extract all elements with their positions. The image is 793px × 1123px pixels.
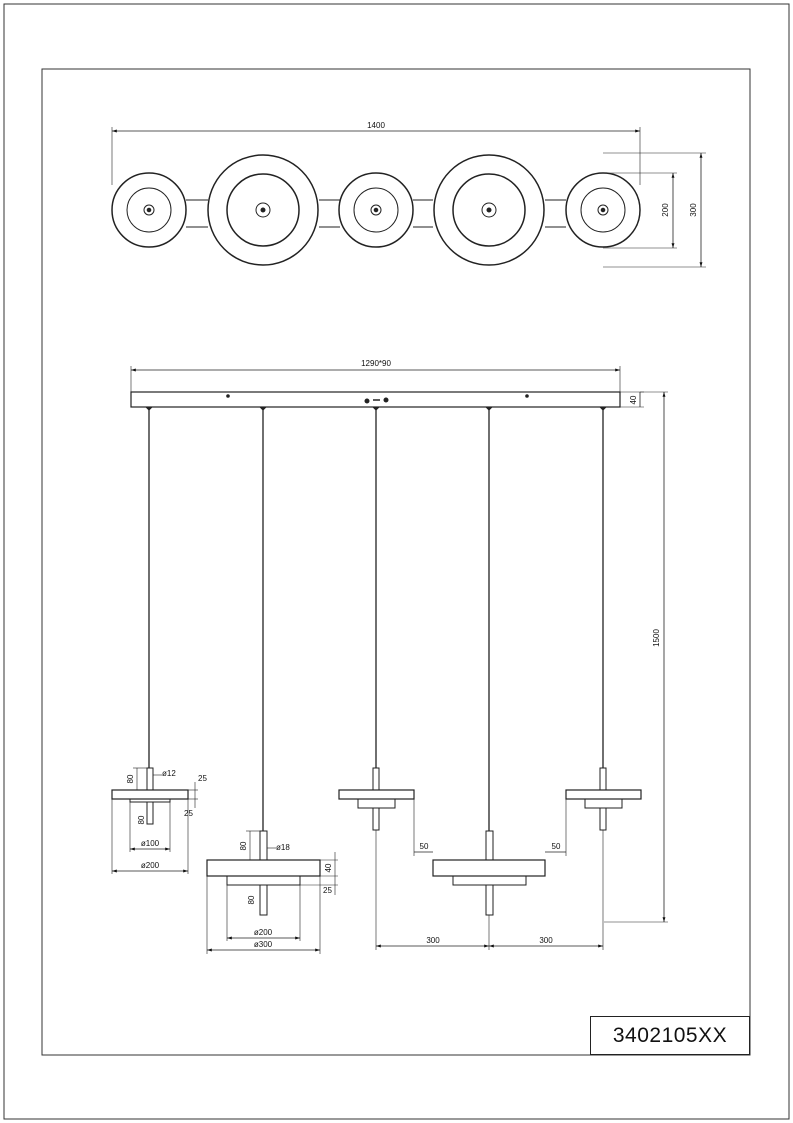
pendant-small-center [338, 767, 415, 831]
total-height-label: 1500 [652, 629, 661, 647]
pendant-small-detail [111, 767, 189, 825]
top-shade-small-2 [338, 172, 414, 248]
pendant-small-right [565, 767, 642, 831]
small-top-thickness-label: 25 [198, 774, 207, 783]
top-outer-height-label: 300 [689, 203, 698, 217]
outer-frame [3, 3, 790, 1120]
small-bottom-thickness-label: 25 [184, 809, 193, 818]
large-tube-height-label: 80 [247, 895, 256, 904]
product-code: 3402105XX [612, 1023, 728, 1047]
small-tube-height-label: 80 [137, 815, 146, 824]
small-outer-diameter-label: ø200 [141, 861, 160, 870]
small-rod-height-label: 80 [126, 774, 135, 783]
top-view [111, 127, 706, 268]
step-left-label: 50 [420, 842, 429, 851]
large-rod-height-label: 80 [239, 841, 248, 850]
top-shade-small-1 [111, 172, 187, 248]
top-shade-large-2 [433, 154, 545, 266]
canopy-width-label: 1290*90 [361, 359, 391, 368]
top-inner-height-label: 200 [661, 203, 670, 217]
top-width-label: 1400 [367, 121, 385, 130]
pendant-large-detail [206, 830, 321, 916]
canopy-height-label: 40 [629, 395, 638, 404]
large-top-thickness-label: 40 [324, 863, 333, 872]
top-shade-large-1 [207, 154, 319, 266]
small-inner-diameter-label: ø100 [141, 839, 160, 848]
large-outer-diameter-label: ø300 [254, 940, 273, 949]
large-bottom-thickness-label: 25 [323, 886, 332, 895]
pendant-large-center [432, 830, 546, 916]
step-right-label: 50 [552, 842, 561, 851]
large-rod-diameter-label: ø18 [276, 843, 290, 852]
spacing-right-label: 300 [539, 936, 553, 945]
inner-frame [41, 68, 751, 1056]
side-view [111, 366, 668, 954]
small-rod-diameter-label: ø12 [162, 769, 176, 778]
large-inner-diameter-label: ø200 [254, 928, 273, 937]
product-code-box: 3402105XX [590, 1016, 750, 1055]
top-shade-small-3 [565, 172, 641, 248]
spacing-left-label: 300 [426, 936, 440, 945]
